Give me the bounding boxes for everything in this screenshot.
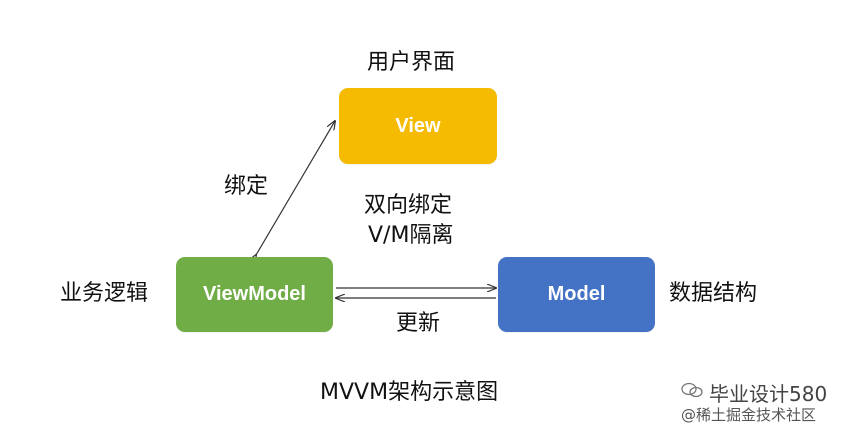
watermark: 毕业设计580 @稀土掘金技术社区: [681, 378, 851, 428]
model-node: Model: [498, 257, 655, 332]
update-label: 更新: [396, 311, 441, 336]
viewmodel-node-label: ViewModel: [203, 283, 306, 305]
viewmodel-caption: 业务逻辑: [60, 281, 149, 306]
view-viewmodel-bind-arrow: [256, 121, 335, 255]
watermark-author: 毕业设计580: [709, 382, 828, 406]
view-node: View: [339, 88, 497, 164]
view-node-label: View: [395, 114, 441, 137]
model-node-label: Model: [547, 283, 606, 305]
watermark-community: @稀土掘金技术社区: [681, 406, 817, 424]
diagram-caption: MVVM架构示意图: [320, 380, 499, 405]
vm-isolation-label: V/M隔离: [368, 223, 454, 248]
two-way-bind-label: 双向绑定: [364, 193, 453, 218]
bind-label: 绑定: [224, 174, 269, 199]
wechat-logo-icon: [681, 382, 703, 398]
view-caption: 用户界面: [367, 50, 456, 75]
model-caption: 数据结构: [669, 281, 758, 306]
viewmodel-node: ViewModel: [176, 257, 333, 332]
